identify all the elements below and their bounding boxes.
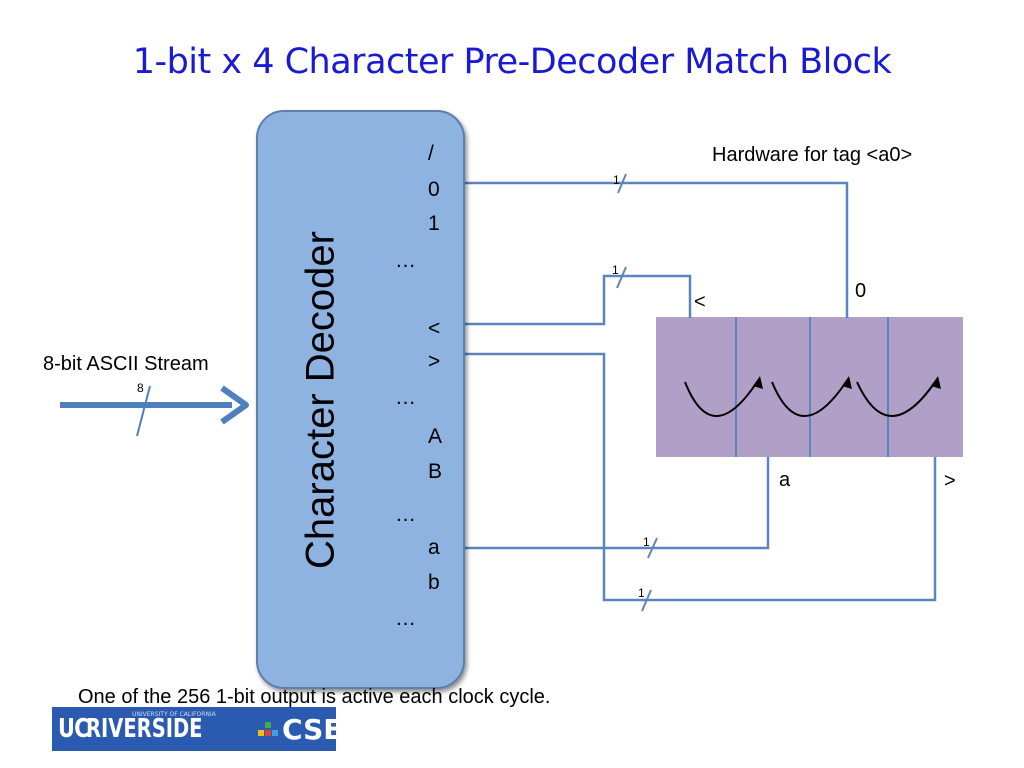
decoder-output: … (395, 386, 416, 409)
decoder-output: 1 (428, 212, 440, 235)
wire-gt-slash (641, 589, 652, 612)
input-arrow-head (220, 385, 249, 425)
wire-a (458, 457, 770, 550)
decoder-output: b (428, 571, 440, 594)
bus-width-a: 1 (643, 535, 650, 549)
transition-arrowhead-2 (842, 376, 852, 389)
input-bus-slash (136, 385, 151, 437)
wire-a-slash (647, 537, 658, 559)
transition-arrow-1 (684, 381, 758, 417)
logo-university: UNIVERSITY OF CALIFORNIA (132, 711, 216, 718)
decoder-output: A (428, 425, 443, 448)
character-decoder-block (256, 110, 465, 689)
decoder-output: < (428, 317, 441, 340)
decoder-output: > (428, 350, 441, 373)
tag-hardware-label: Hardware for tag <a0> (712, 144, 913, 166)
match-label-lt: < (694, 291, 706, 313)
match-label-zero: 0 (855, 280, 867, 302)
logo-riverside: RIVERSIDE (86, 714, 203, 744)
wire-zero (458, 181, 849, 318)
decoder-output: B (428, 460, 443, 483)
bus-width-zero: 1 (613, 173, 620, 187)
wire-gt (458, 352, 937, 602)
footnote: One of the 256 1-bit output is active ea… (78, 686, 551, 708)
logo-cse: CSE (282, 713, 336, 746)
logo-blocks-icon (258, 722, 280, 738)
bus-width-gt: 1 (638, 586, 645, 600)
logo-uc: UC (58, 714, 89, 744)
slide-title: 1-bit x 4 Character Pre-Decoder Match Bl… (132, 42, 892, 82)
bus-width-lt: 1 (612, 263, 619, 277)
decoder-output: … (395, 607, 416, 630)
input-stream-label: 8-bit ASCII Stream (43, 353, 209, 375)
decoder-output: / (428, 142, 434, 165)
transition-arrowhead-1 (753, 376, 763, 389)
decoder-output: … (395, 249, 416, 272)
decoder-label: Character Decoder (298, 231, 343, 569)
ucr-cse-logo: UC RIVERSIDE UNIVERSITY OF CALIFORNIA CS… (52, 707, 336, 751)
decoder-output: … (395, 503, 416, 526)
decoder-output: a (428, 536, 440, 559)
match-label-gt: > (944, 470, 956, 492)
decoder-output: 0 (428, 178, 440, 201)
transition-arrowhead-3 (931, 376, 941, 389)
input-bus-width: 8 (137, 381, 144, 395)
match-label-a: a (779, 469, 791, 491)
transition-arrow-2 (771, 381, 847, 417)
transition-arrow-3 (856, 381, 936, 417)
wire-lt (458, 274, 692, 326)
wire-lt-slash (616, 266, 627, 289)
wire-zero-slash (617, 173, 627, 194)
